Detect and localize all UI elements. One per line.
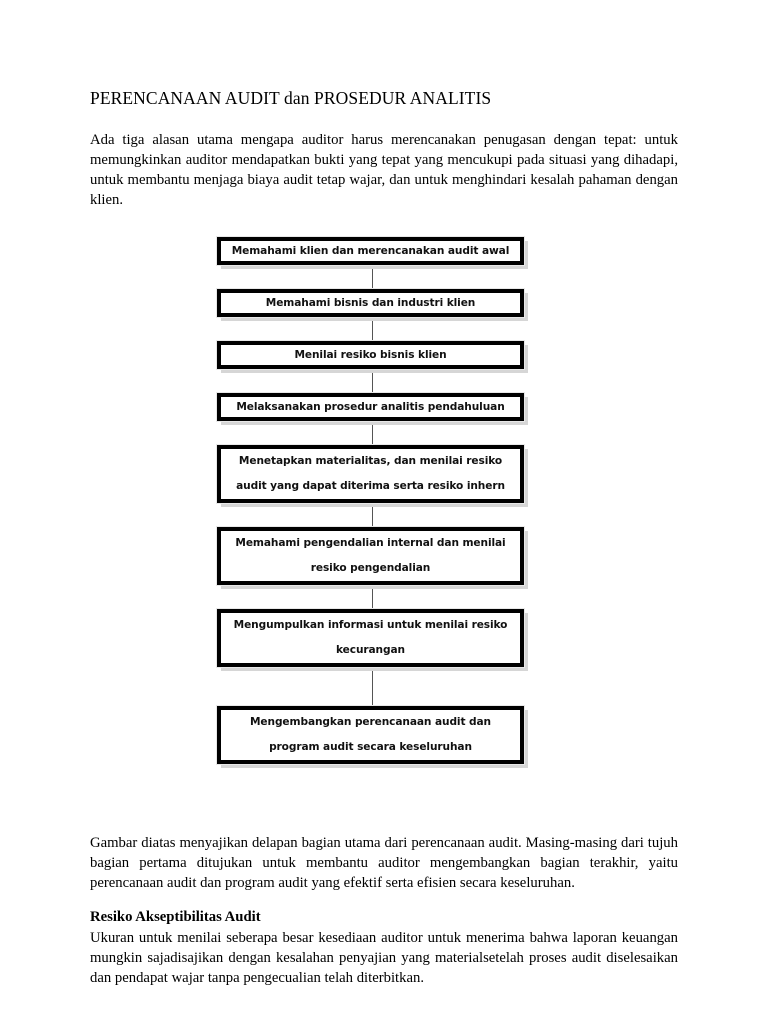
flowchart-connector-1 xyxy=(371,265,373,289)
flowchart-node-8-line-2: program audit secara keseluruhan xyxy=(269,741,472,753)
flowchart-connector-4 xyxy=(371,421,373,445)
page-title: PERENCANAAN AUDIT dan PROSEDUR ANALITIS xyxy=(90,88,492,108)
flowchart-node-4-line-1: Melaksanakan prosedur analitis pendahulu… xyxy=(236,400,505,413)
flowchart-node-7-line-1: Mengumpulkan informasi untuk menilai res… xyxy=(233,619,508,632)
flowchart-connector-7 xyxy=(371,667,373,706)
flowchart-node-1: Memahami klien dan merencanakan audit aw… xyxy=(216,236,525,266)
flowchart-connector-6 xyxy=(371,585,373,609)
closing-paragraph: Gambar diatas menyajikan delapan bagian … xyxy=(90,835,678,892)
flowchart-connector-5 xyxy=(371,503,373,527)
flowchart-node-6-line-2: resiko pengendalian xyxy=(310,562,431,574)
flowchart-node-7: Mengumpulkan informasi untuk menilai res… xyxy=(216,608,525,668)
audit-planning-flowchart: Memahami klien dan merencanakan audit aw… xyxy=(213,236,531,765)
flowchart-node-5: Menetapkan materialitas, dan menilai res… xyxy=(216,444,525,504)
flowchart-node-6: Memahami pengendalian internal dan menil… xyxy=(216,526,525,586)
flowchart-node-1-line-1: Memahami klien dan merencanakan audit aw… xyxy=(231,244,510,257)
flowchart-node-8: Mengembangkan perencanaan audit dan prog… xyxy=(216,705,525,765)
section-paragraph: Ukuran untuk menilai seberapa besar kese… xyxy=(90,929,678,986)
section-heading: Resiko Akseptibilitas Audit xyxy=(90,909,261,926)
paragraph-spacer xyxy=(90,893,678,907)
flowchart-node-2: Memahami bisnis dan industri klien xyxy=(216,288,525,318)
flowchart-node-7-line-2: kecurangan xyxy=(336,644,405,656)
flowchart-node-5-line-2: audit yang dapat diterima serta resiko i… xyxy=(236,480,505,492)
flowchart-node-3: Menilai resiko bisnis klien xyxy=(216,340,525,370)
flowchart-node-5-line-1: Menetapkan materialitas, dan menilai res… xyxy=(238,455,503,468)
flowchart-connector-2 xyxy=(371,317,373,341)
document-header-block: PERENCANAAN AUDIT dan PROSEDUR ANALITIS … xyxy=(90,88,678,210)
flowchart-node-8-line-1: Mengembangkan perencanaan audit dan xyxy=(249,716,491,729)
intro-paragraph: Ada tiga alasan utama mengapa auditor ha… xyxy=(90,131,678,209)
flowchart-node-6-line-1: Memahami pengendalian internal dan menil… xyxy=(235,537,506,550)
document-footer-block: Gambar diatas menyajikan delapan bagian … xyxy=(90,833,678,988)
flowchart-node-2-line-1: Memahami bisnis dan industri klien xyxy=(265,296,476,309)
flowchart-connector-3 xyxy=(371,369,373,393)
flowchart-node-3-line-1: Menilai resiko bisnis klien xyxy=(294,348,447,361)
flowchart-node-4: Melaksanakan prosedur analitis pendahulu… xyxy=(216,392,525,422)
